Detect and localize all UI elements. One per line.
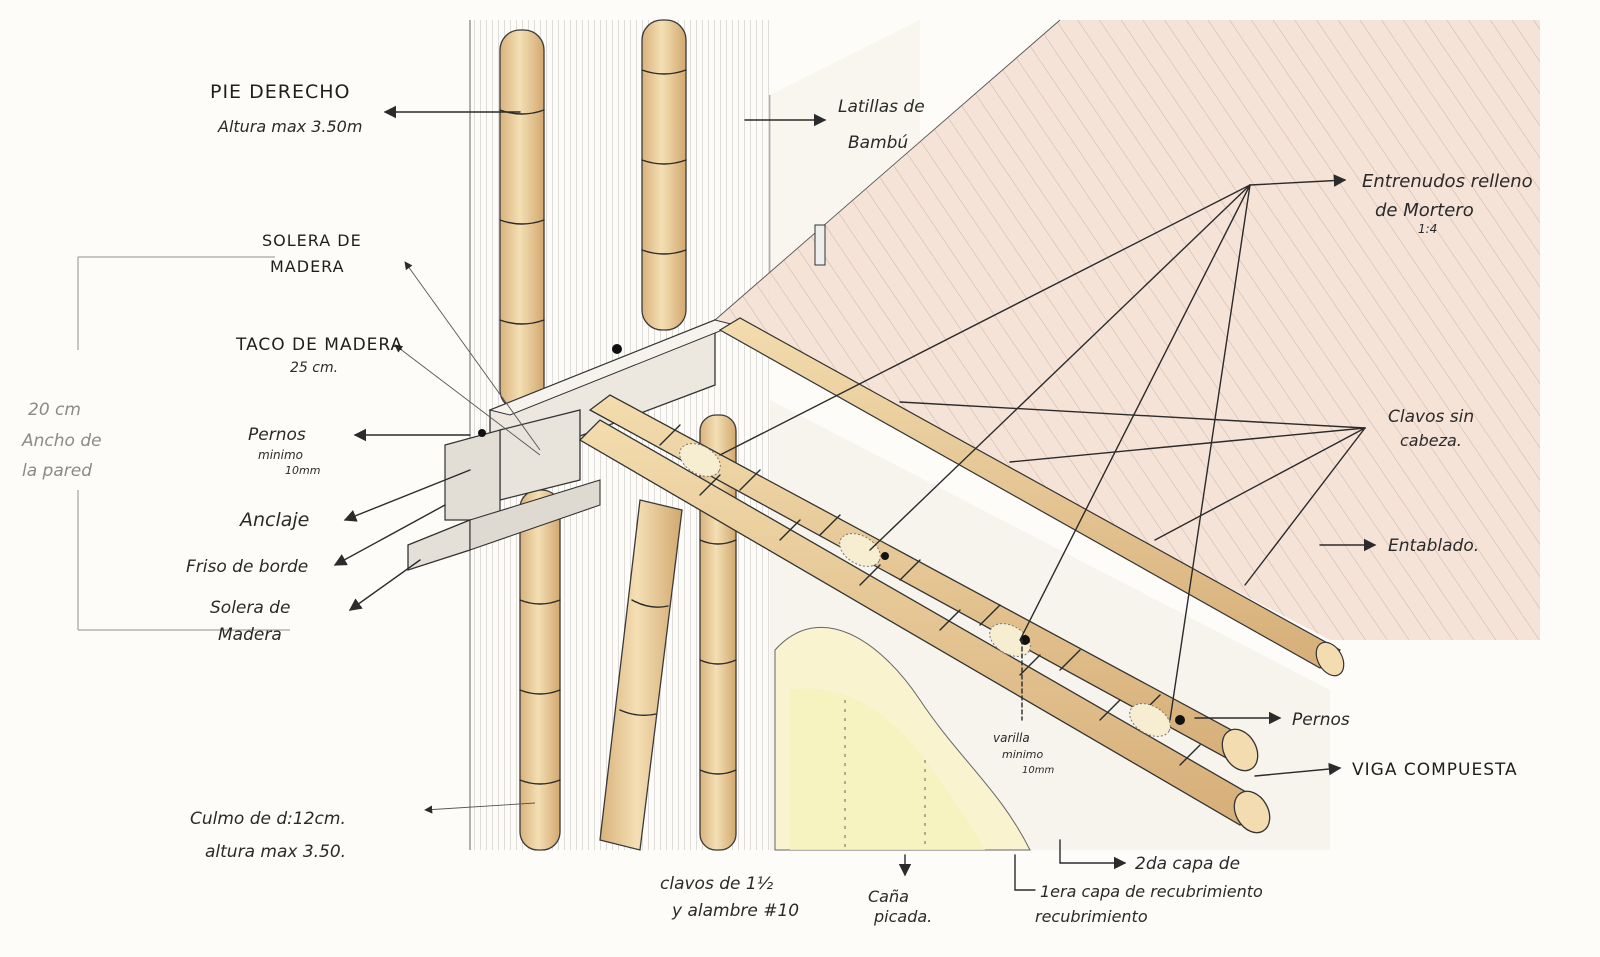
label-pernos-left-size: 10mm (285, 464, 320, 477)
label-solera-bottom: Solera de (210, 598, 290, 618)
mortar-filled-nodes (679, 443, 1171, 737)
label-clavos-cabeza: cabeza. (1400, 431, 1462, 450)
label-pernos-left-min: minimo (258, 448, 303, 462)
label-solera-top-madera: MADERA (270, 257, 345, 276)
leader-lines (333, 105, 1377, 891)
label-varilla-size: 10mm (1022, 765, 1054, 776)
bamboo-post-upper-left (499, 29, 545, 411)
label-clavos: clavos de 1½ (660, 874, 774, 894)
label-friso: Friso de borde (186, 557, 308, 577)
bamboo-post-lower-diagonal (599, 499, 683, 851)
bolt-dot-left (478, 429, 486, 437)
label-pie-derecho: PIE DERECHO (210, 81, 350, 103)
label-entablado: Entablado. (1388, 536, 1479, 556)
composite-beam-bottom (578, 419, 1271, 834)
label-varilla: varilla (993, 731, 1030, 745)
beam-node-rings (659, 424, 1201, 766)
label-entrenudos-ratio: 1:4 (1418, 222, 1437, 236)
label-cana-picada: picada. (873, 907, 932, 926)
bamboo-post-upper-right (641, 19, 687, 331)
wall-width-bracket (77, 256, 290, 631)
label-primera-capa: 1era capa de recubrimiento (1040, 882, 1263, 901)
label-ancho-de: Ancho de (21, 431, 102, 451)
label-segunda-capa: 2da capa de (1135, 854, 1240, 874)
back-wall-plane (770, 20, 920, 300)
label-anclaje: Anclaje (238, 509, 309, 531)
label-ancho-cm: 20 cm (28, 400, 81, 420)
label-ancho-pared: la pared (22, 461, 92, 481)
label-taco: TACO DE MADERA (235, 335, 403, 355)
label-varilla-min: minimo (1002, 748, 1044, 761)
label-entrenudos: Entrenudos relleno (1362, 171, 1533, 192)
edge-fascia-board (407, 479, 601, 571)
label-pernos-left: Pernos (248, 425, 306, 445)
composite-beam-top (588, 394, 1259, 772)
label-pernos-right: Pernos (1292, 710, 1350, 730)
label-pie-derecho-height: Altura max 3.50m (217, 117, 362, 136)
floor-edge-bamboo (718, 317, 1345, 677)
label-viga-compuesta: VIGA COMPUESTA (1352, 760, 1518, 780)
label-entrenudos-mortero: de Mortero (1375, 200, 1474, 221)
bolt-dot-right (1175, 715, 1185, 725)
label-cana: Caña (868, 887, 909, 906)
label-culmo-altura: altura max 3.50. (205, 842, 346, 862)
label-segunda-capa-recubrimiento: recubrimiento (1035, 907, 1148, 926)
label-culmo: Culmo de d:12cm. (190, 809, 346, 829)
bolt-dot-mid (881, 552, 889, 560)
label-latillas-bambu: Bambú (848, 133, 908, 153)
bamboo-post-lower-left (519, 489, 561, 851)
label-taco-size: 25 cm. (290, 360, 338, 376)
batten-board (814, 224, 826, 266)
label-solera-bottom-madera: Madera (218, 625, 282, 645)
label-clavos-alambre: y alambre #10 (671, 901, 799, 921)
label-clavos-sin: Clavos sin (1388, 407, 1474, 427)
label-solera-top: SOLERA DE (262, 231, 362, 250)
label-latillas: Latillas de (838, 97, 925, 117)
